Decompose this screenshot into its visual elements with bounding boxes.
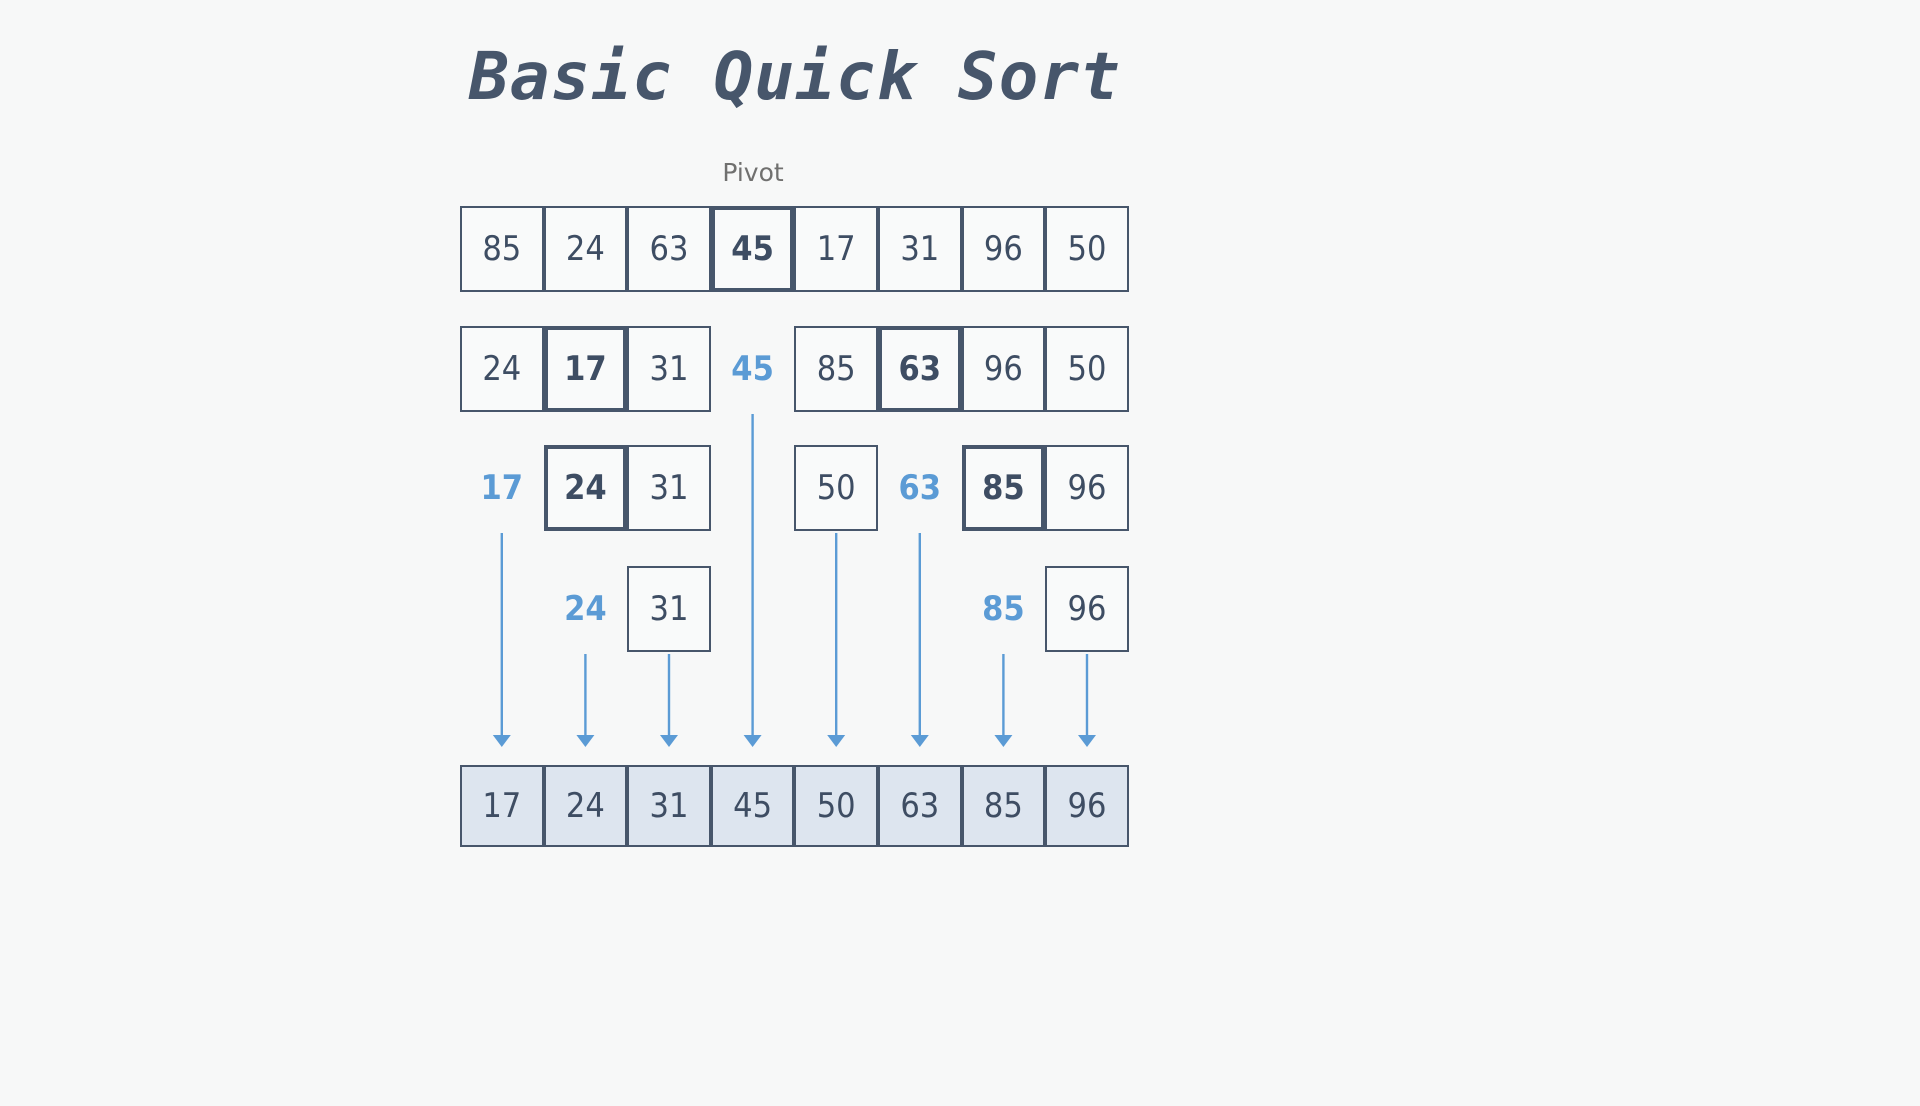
placement-arrow [910,533,929,747]
placed-value: 45 [731,349,774,389]
placement-arrow [492,533,511,747]
placed-value: 85 [982,589,1025,629]
pivot-cell: 24 [543,445,628,531]
array-cell: 63 [627,206,711,292]
pivot-label: Pivot [722,158,784,187]
sorted-cell: 45 [710,765,795,847]
sorted-cell: 96 [1045,765,1129,847]
placement-arrow [660,654,678,747]
array-cell: 85 [460,206,544,292]
array-cell: 50 [794,445,878,531]
array-cell: 17 [794,206,878,292]
placement-arrow [576,654,595,747]
array-cell: 85 [794,326,878,412]
array-cell: 50 [1045,206,1129,292]
sorted-cell: 24 [543,765,628,847]
placed-value: 24 [564,589,607,629]
array-cell: 31 [627,445,711,531]
array-cell: 50 [1045,326,1129,412]
sorted-cell: 85 [961,765,1046,847]
array-cell: 96 [961,206,1046,292]
pivot-cell: 63 [878,326,962,412]
page-title: Basic Quick Sort [469,38,1121,115]
array-cell: 96 [961,326,1046,412]
placed-value: 63 [898,468,942,508]
placement-arrow [994,654,1013,747]
sorted-cell: 50 [794,765,878,847]
sorted-cell: 17 [460,765,544,847]
array-cell: 24 [460,326,544,412]
pivot-cell: 45 [710,206,795,292]
placement-arrow [1078,654,1096,747]
placed-value: 17 [480,468,524,508]
array-cell: 31 [627,566,711,652]
array-cell: 24 [543,206,628,292]
placement-arrow [743,414,762,747]
array-cell: 31 [878,206,962,292]
sorted-cell: 31 [627,765,711,847]
sorted-cell: 63 [878,765,962,847]
array-cell: 96 [1045,566,1129,652]
pivot-cell: 85 [961,445,1046,531]
pivot-cell: 17 [543,326,628,412]
array-cell: 96 [1045,445,1129,531]
array-cell: 31 [627,326,711,412]
placement-arrow [827,533,846,747]
